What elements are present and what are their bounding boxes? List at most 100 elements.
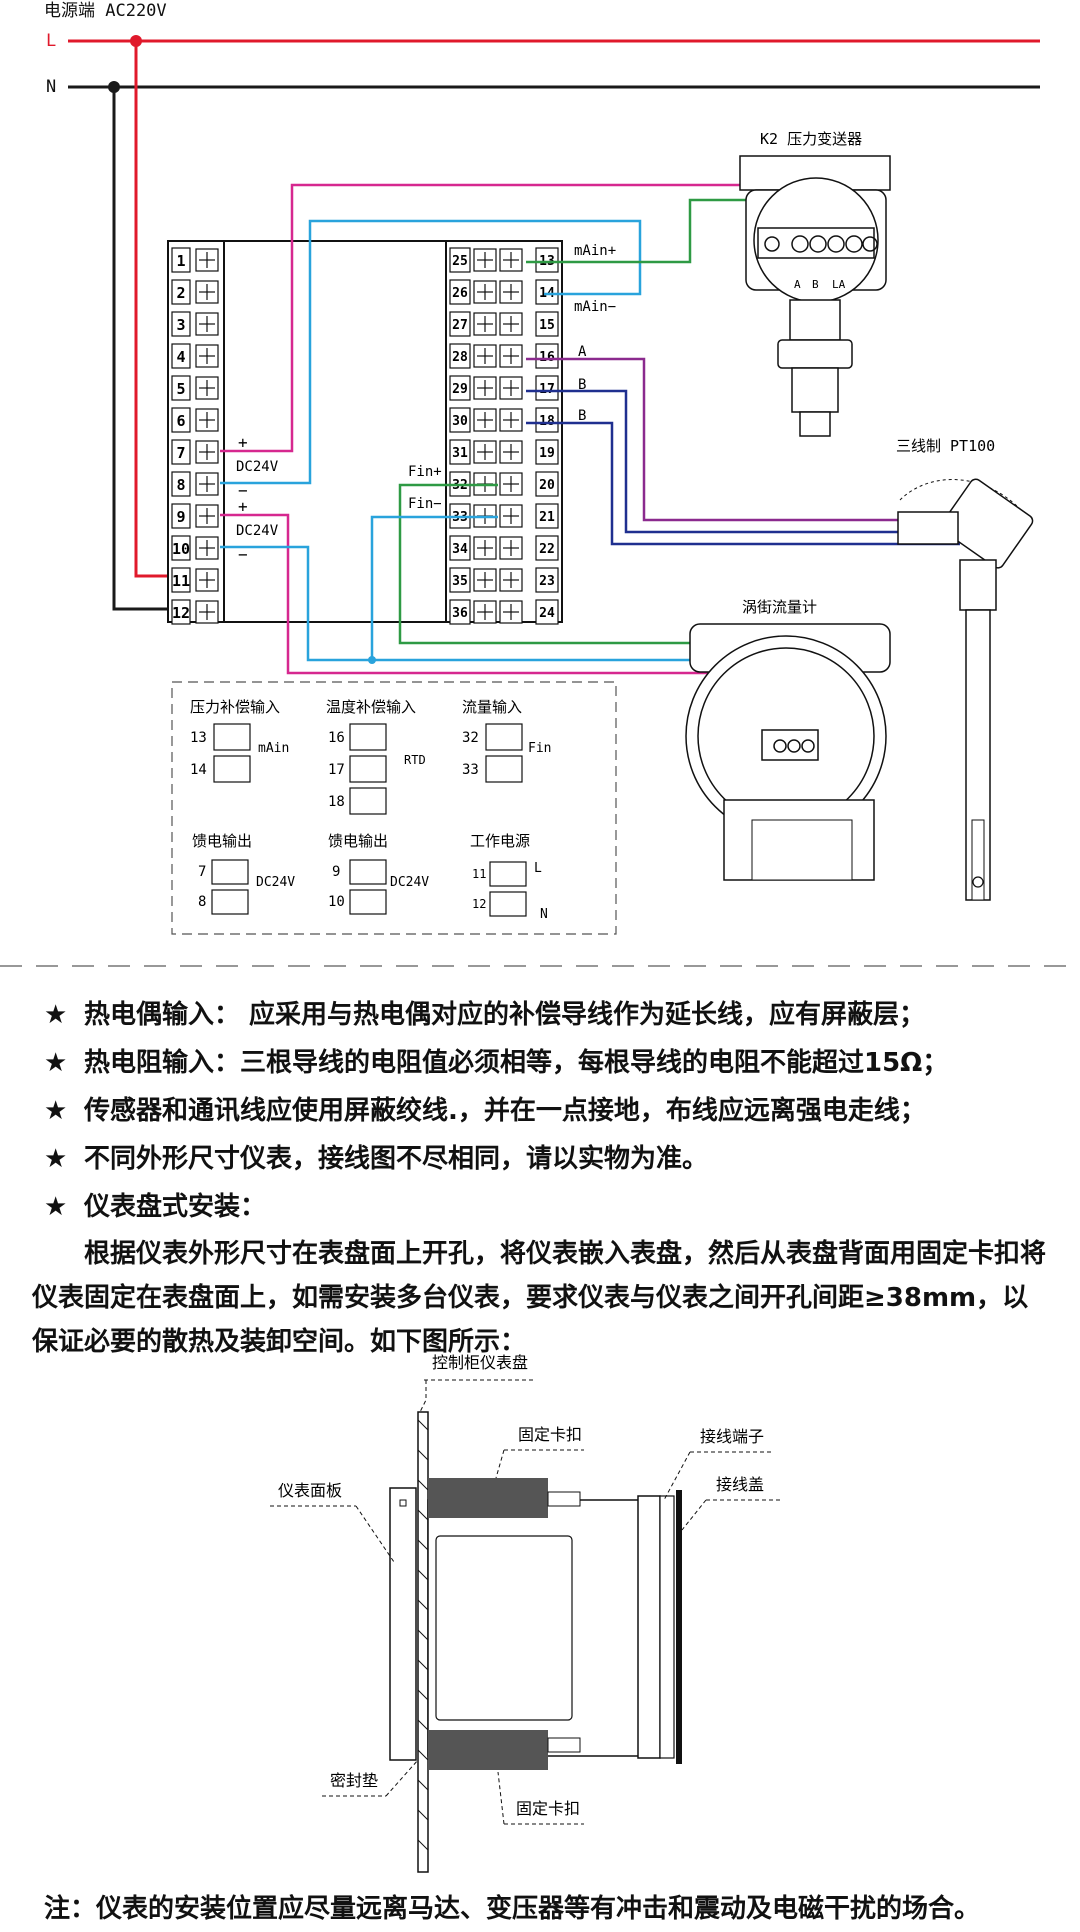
- k2-pressure-transmitter: K2 压力变送器 A B LA: [739, 130, 891, 437]
- terminal-number-box: [535, 343, 559, 369]
- terminal-number-box: [535, 311, 559, 337]
- note-5: ★仪表盘式安装：: [44, 1190, 266, 1224]
- legend-power-l: L: [534, 861, 542, 876]
- k2-title: K2 压力变送器: [760, 130, 862, 148]
- terminal-number: 28: [452, 350, 468, 365]
- terminal-number-box: [171, 599, 191, 625]
- star-icon: ★: [44, 1192, 68, 1222]
- pt100-title: 三线制 PT100: [896, 437, 995, 455]
- wire-purple-16: [526, 357, 960, 522]
- mounting-diagram: 控制柜仪表盘 固定卡扣 接线端子 接线盖 仪表面板 密封垫 固定卡扣: [270, 1353, 780, 1873]
- mount-instrument-panel: 仪表面板: [278, 1481, 342, 1500]
- terminal-number: 9: [176, 508, 185, 526]
- legend-flow-sig: Fin: [528, 741, 551, 756]
- legend-flow-t1: 32: [462, 730, 479, 746]
- power-L-label: L: [46, 31, 56, 51]
- terminal-number-box: [449, 279, 471, 305]
- terminal-strip: [637, 1495, 661, 1759]
- note-2-text: 热电阻输入：三根导线的电阻值必须相等，每根导线的电阻不能超过15Ω；: [84, 1048, 949, 1078]
- terminal-number: 29: [452, 382, 468, 397]
- terminal-number-box: [535, 567, 559, 593]
- mount-cabinet-panel: 控制柜仪表盘: [432, 1353, 528, 1372]
- terminal-number: 27: [452, 318, 468, 333]
- mount-clip-bottom: 固定卡扣: [516, 1799, 580, 1818]
- legend-power-t2: 12: [472, 897, 486, 911]
- note-3-text: 传感器和通讯线应使用屏蔽绞线.，并在一点接地，布线应远离强电走线；: [84, 1096, 926, 1126]
- terminal-number-box: [535, 247, 559, 273]
- wire-cyan-8: [220, 219, 642, 485]
- terminal-number: 31: [452, 446, 468, 461]
- wire-cyan-33: [370, 515, 498, 660]
- k2-terminal-a: A: [794, 278, 801, 291]
- wire-navy-18: [526, 421, 960, 546]
- mount-terminal-block: 接线端子: [700, 1427, 764, 1446]
- terminal-number-box: [171, 343, 191, 369]
- vortex-flowmeter: 涡街流量计: [685, 598, 891, 881]
- legend-temperature-t3: 18: [328, 794, 345, 810]
- legend-power-n: N: [540, 907, 548, 922]
- label-fin-plus: Fin+: [408, 464, 442, 480]
- legend-temperature-t1: 16: [328, 730, 345, 746]
- terminal-number-box: [171, 407, 191, 433]
- terminal-number-box: [171, 311, 191, 337]
- clip-bottom: [428, 1730, 548, 1770]
- terminal-number-box: [449, 439, 471, 465]
- install-paragraph: 根据仪表外形尺寸在表盘面上开孔，将仪表嵌入表盘，然后从表盘背面用固定卡扣将仪表固…: [32, 1232, 1047, 1364]
- terminal-number: 6: [176, 412, 185, 430]
- flowmeter-title: 涡街流量计: [742, 598, 817, 616]
- legend-feed2-t2: 10: [328, 894, 345, 910]
- instrument-front-panel: [389, 1487, 417, 1761]
- label-9-plus: +: [238, 497, 248, 516]
- terminal-number: 30: [452, 414, 468, 429]
- legend-feed2-title: 馈电输出: [328, 832, 388, 850]
- label-16-a: A: [578, 344, 587, 360]
- legend-feed2-sig: DC24V: [390, 875, 429, 890]
- terminal-number: 18: [539, 414, 555, 429]
- terminal-number-box: [535, 375, 559, 401]
- terminal-number-box: [449, 535, 471, 561]
- legend-pressure-t1: 13: [190, 730, 207, 746]
- star-icon: ★: [44, 1000, 68, 1030]
- terminal-number: 26: [452, 286, 468, 301]
- legend-feed1-title: 馈电输出: [192, 832, 252, 850]
- label-dc24v-2: DC24V: [236, 523, 279, 539]
- terminal-number: 25: [452, 254, 468, 269]
- terminal-number-box: [535, 503, 559, 529]
- terminal-number-box: [171, 279, 191, 305]
- terminal-number: 2: [176, 284, 185, 302]
- label-17-b: B: [578, 377, 586, 393]
- legend-temperature-title: 温度补偿输入: [326, 698, 416, 716]
- note-2: ★热电阻输入：三根导线的电阻值必须相等，每根导线的电阻不能超过15Ω；: [44, 1046, 948, 1080]
- mount-wiring-cover: 接线盖: [716, 1475, 764, 1494]
- terminal-number: 23: [539, 574, 555, 589]
- terminal-number-box: [449, 311, 471, 337]
- terminal-number: 8: [176, 476, 185, 494]
- legend-feed2-t1: 9: [332, 864, 340, 880]
- pt100-sensor: 三线制 PT100: [896, 437, 1034, 901]
- terminal-number-box: [171, 567, 191, 593]
- power-title: 电源端 AC220V: [44, 1, 167, 21]
- note-1: ★ 热电偶输入： 应采用与热电偶对应的补偿导线作为延长线，应有屏蔽层；: [44, 998, 925, 1032]
- terminal-number-box: [449, 567, 471, 593]
- terminal-number: 21: [539, 510, 555, 525]
- terminal-number-box: [171, 535, 191, 561]
- terminal-number-box: [171, 439, 191, 465]
- terminal-number: 36: [452, 606, 468, 621]
- terminal-number: 12: [172, 604, 190, 622]
- note-3: ★传感器和通讯线应使用屏蔽绞线.，并在一点接地，布线应远离强电走线；: [44, 1094, 926, 1128]
- k2-terminal-la: LA: [832, 278, 846, 291]
- terminal-number: 22: [539, 542, 555, 557]
- terminal-number-box: [535, 279, 559, 305]
- terminal-number-box: [449, 343, 471, 369]
- legend-temperature-t2: 17: [328, 762, 345, 778]
- legend-flow-title: 流量输入: [462, 698, 522, 716]
- note-4: ★不同外形尺寸仪表，接线图不尽相同，请以实物为准。: [44, 1142, 708, 1176]
- legend-feed1: 馈电输出 7 8 DC24V: [192, 832, 295, 915]
- terminal-number-box: [449, 407, 471, 433]
- terminal-number-box: [449, 247, 471, 273]
- terminal-number-box: [535, 535, 559, 561]
- label-fin-minus: Fin−: [408, 496, 442, 512]
- terminal-number: 15: [539, 318, 555, 333]
- note-1-text: 热电偶输入： 应采用与热电偶对应的补偿导线作为延长线，应有屏蔽层；: [84, 1000, 926, 1030]
